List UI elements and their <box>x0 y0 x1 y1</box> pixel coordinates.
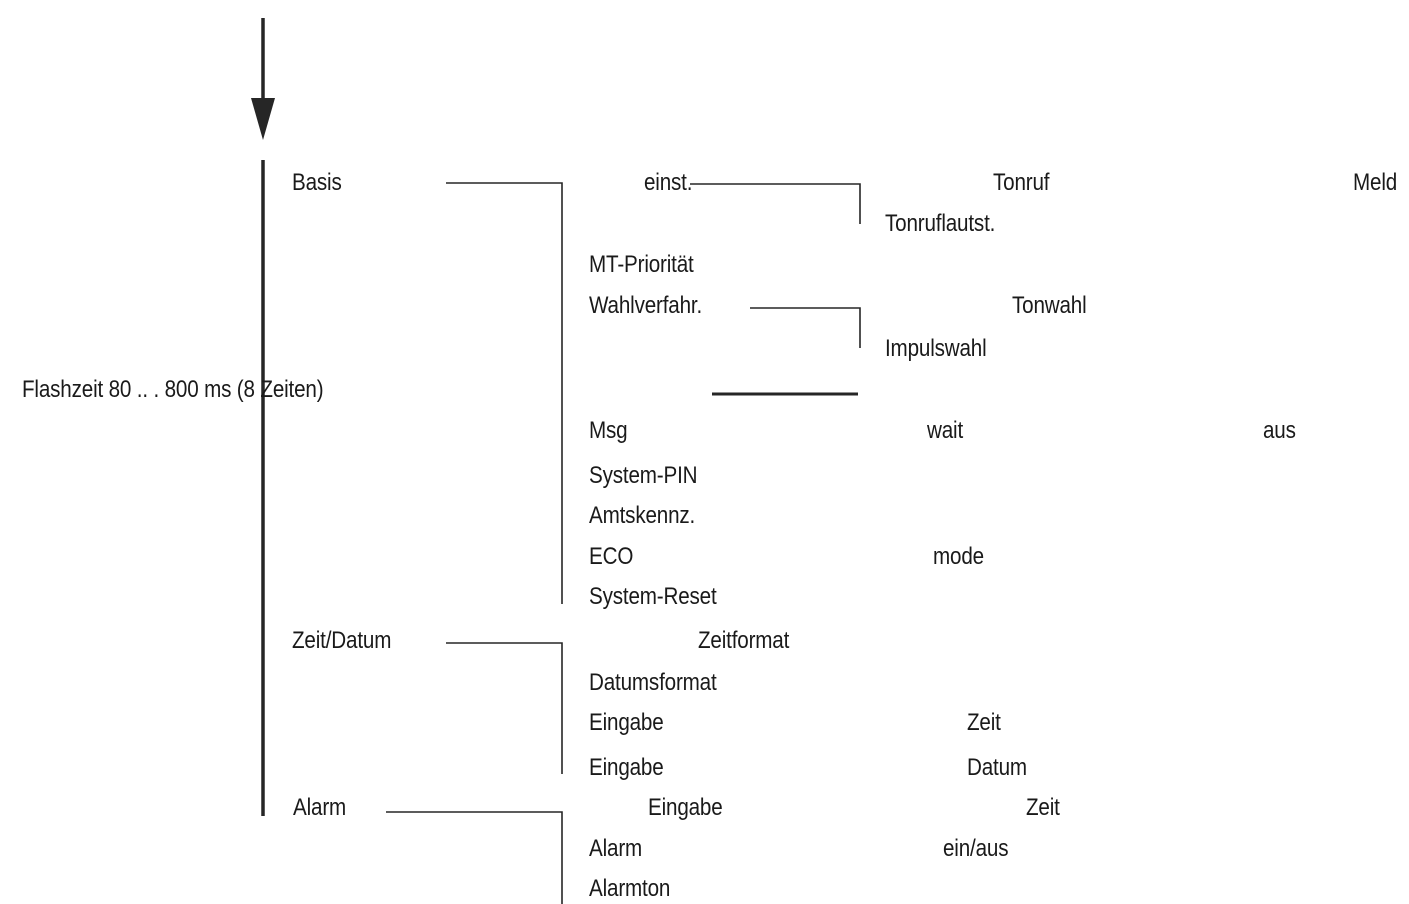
eingabe-zeit-label: Eingabe <box>589 709 664 736</box>
mode-label: mode <box>933 543 984 570</box>
aus-label: aus <box>1263 417 1296 444</box>
einst-label: einst. <box>644 169 693 196</box>
impulswahl-label: Impulswahl <box>885 335 987 362</box>
alarmton-label: Alarmton <box>589 875 671 902</box>
datum-value-label: Datum <box>967 754 1027 781</box>
zeitformat-label: Zeitformat <box>698 627 790 654</box>
zeit-datum-connector <box>446 642 563 774</box>
datumsformat-label: Datumsformat <box>589 669 717 696</box>
amtskennz-label: Amtskennz. <box>589 502 696 529</box>
wait-label: wait <box>927 417 964 444</box>
alarm-zeit-label: Zeit <box>1026 794 1060 821</box>
ein-aus-label: ein/aus <box>943 835 1009 862</box>
flashzeit-label: Flashzeit 80 .. . 800 ms (8 Zeiten) <box>22 376 324 403</box>
wahlverfahr-label: Wahlverfahr. <box>589 292 703 319</box>
eingabe-datum-label: Eingabe <box>589 754 664 781</box>
mt-prioritaet-label: MT-Priorität <box>589 251 694 278</box>
msg-label: Msg <box>589 417 628 444</box>
meld-label: Meld <box>1353 169 1398 196</box>
wahlverfahr-connector <box>750 307 861 348</box>
alarm-connector <box>386 811 563 904</box>
basis-label: Basis <box>292 169 342 196</box>
zeit-datum-label: Zeit/Datum <box>292 627 392 654</box>
system-pin-label: System-PIN <box>589 462 698 489</box>
alarm-item-label: Alarm <box>589 835 643 862</box>
alarm-eingabe-label: Eingabe <box>648 794 723 821</box>
tonwahl-label: Tonwahl <box>1012 292 1087 319</box>
system-reset-label: System-Reset <box>589 583 717 610</box>
basis-connector <box>446 182 563 604</box>
tonruflautst-label: Tonruflautst. <box>885 210 996 237</box>
alarm-label: Alarm <box>293 794 347 821</box>
tonruf-label: Tonruf <box>993 169 1050 196</box>
zeit-value-label: Zeit <box>967 709 1001 736</box>
down-arrow-icon <box>251 18 275 140</box>
einst-connector <box>690 183 861 224</box>
eco-label: ECO <box>589 543 634 570</box>
